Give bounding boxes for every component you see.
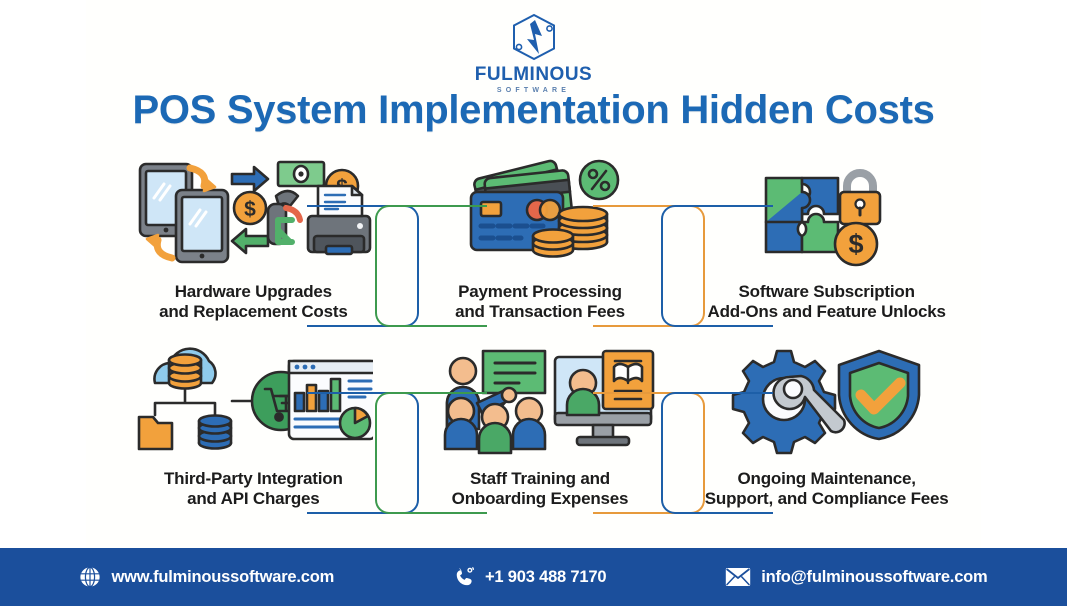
trainer-audience-monitor-book-icon	[397, 345, 684, 457]
card-label: Staff Training and Onboarding Expenses	[452, 469, 629, 509]
cloud-database-cart-dashboard-icon	[110, 345, 397, 457]
card-label-line2: Onboarding Expenses	[451, 489, 629, 508]
card-label: Software Subscription Add-Ons and Featur…	[707, 282, 947, 322]
card-staff-training: Staff Training and Onboarding Expenses	[374, 345, 706, 532]
card-ongoing-maintenance: Ongoing Maintenance, Support, and Compli…	[661, 345, 970, 532]
card-label-line2: Add-Ons and Feature Unlocks	[707, 302, 947, 321]
card-label-line1: Payment Processing	[458, 282, 622, 301]
puzzle-lock-dollar-coin-icon: $	[683, 158, 970, 270]
tablets-barcode-scanner-receipt-printer-icon: $ $	[110, 158, 397, 270]
card-label-line1: Hardware Upgrades	[174, 282, 332, 301]
card-payment-processing: Payment Processing and Transaction Fees	[374, 158, 706, 345]
card-label-line1: Staff Training and	[470, 469, 610, 488]
card-label: Payment Processing and Transaction Fees	[455, 282, 625, 322]
contact-footer-bar: www.fulminoussoftware.com +1 903 488 717…	[0, 548, 1067, 606]
card-label: Ongoing Maintenance, Support, and Compli…	[705, 469, 949, 509]
page-title: POS System Implementation Hidden Costs	[132, 88, 935, 132]
footer-email-text: info@fulminoussoftware.com	[761, 567, 988, 586]
card-label: Third-Party Integration and API Charges	[164, 469, 343, 509]
card-label-line2: and Replacement Costs	[159, 302, 348, 321]
logo-wordmark: FULMINOUS	[474, 64, 593, 85]
content-background-panel	[86, 0, 981, 548]
envelope-icon	[726, 568, 751, 586]
svg-text:$: $	[848, 229, 863, 259]
card-software-subscription: $ Software Subscription Add-Ons and Feat…	[661, 158, 970, 345]
card-hardware-upgrades: $ $	[110, 158, 419, 345]
footer-website[interactable]: www.fulminoussoftware.com	[79, 566, 334, 588]
footer-phone[interactable]: +1 903 488 7170	[453, 566, 607, 588]
footer-website-text: www.fulminoussoftware.com	[111, 567, 335, 586]
gear-wrench-shield-check-icon	[683, 345, 970, 457]
card-label-line1: Ongoing Maintenance,	[737, 469, 916, 488]
card-label-line2: Support, and Compliance Fees	[704, 489, 949, 508]
logo-tagline: SOFTWARE	[496, 87, 571, 94]
globe-icon	[80, 566, 101, 588]
card-label-line2: and Transaction Fees	[455, 302, 625, 321]
brand-logo: FULMINOUS SOFTWARE	[0, 12, 1067, 94]
svg-text:$: $	[244, 198, 256, 221]
footer-email[interactable]: info@fulminoussoftware.com	[725, 567, 988, 587]
card-label: Hardware Upgrades and Replacement Costs	[159, 282, 348, 322]
card-third-party-integration: Third-Party Integration and API Charges	[110, 345, 419, 532]
cards-grid: $ $	[110, 158, 970, 532]
footer-phone-text: +1 903 488 7170	[484, 567, 607, 586]
credit-cards-coins-percent-icon	[397, 158, 684, 270]
card-label-line1: Software Subscription	[738, 282, 915, 301]
phone-icon	[456, 567, 475, 586]
fulminous-crystal-logo-icon	[512, 13, 555, 61]
card-label-line2: and API Charges	[187, 489, 320, 508]
card-label-line1: Third-Party Integration	[164, 469, 343, 488]
